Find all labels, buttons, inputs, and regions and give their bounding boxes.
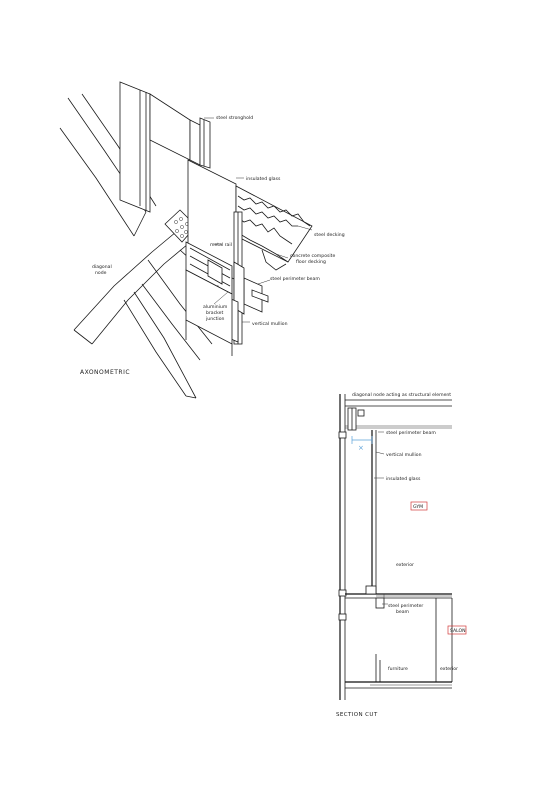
section-label-steel-perimeter: steel perimeter xyxy=(388,603,423,609)
label-vertical-mullion: vertical mullion xyxy=(252,321,288,327)
label-diagonal: diagonal xyxy=(92,264,112,270)
axonometric-leaders xyxy=(204,117,313,323)
section-mullion xyxy=(371,430,377,594)
section-bottom-slab xyxy=(345,681,452,689)
section-label-beam: beam xyxy=(396,609,410,615)
room-tag-gym: GYM xyxy=(413,504,423,510)
room-tag-salon: SALON xyxy=(450,628,466,634)
section-label-exterior-upper: exterior xyxy=(396,562,414,568)
room-tag-salon-box xyxy=(447,625,467,635)
room-tag-gym-box xyxy=(410,501,428,511)
back-panel xyxy=(119,81,211,213)
section-leaders xyxy=(374,431,388,605)
section-label-insulated-glass: insulated glass xyxy=(386,476,421,482)
lower-vertical-mullion xyxy=(185,269,233,356)
section-top-beam xyxy=(347,407,365,431)
section-left-edge xyxy=(338,394,347,700)
label-concrete-composite: concrete composite xyxy=(290,253,335,259)
label-insulated-glass: insulated glass xyxy=(246,176,281,182)
axonometric-title: AXONOMETRIC xyxy=(80,369,130,376)
label-bracket: bracket xyxy=(206,310,223,316)
section-label-diagonal-node: diagonal node acting as structural eleme… xyxy=(352,392,451,398)
label-steel-stronghold: steel stronghold xyxy=(216,115,253,121)
label-steel-decking: steel decking xyxy=(314,232,345,238)
section-mid-slab xyxy=(345,585,452,609)
section-label-furniture: furniture xyxy=(388,666,408,672)
label-metal-rail: metal rail xyxy=(210,242,232,248)
dimension-x-mark: × xyxy=(358,444,364,452)
dimension-marker xyxy=(351,436,373,444)
axonometric-drawing: steel stronghold insulated glass steel d… xyxy=(59,81,345,399)
label-junction: junction xyxy=(205,316,225,322)
label-steel-perimeter-beam: steel perimeter beam xyxy=(270,276,320,282)
label-aluminium: aluminium xyxy=(203,304,228,310)
section-title: SECTION CUT xyxy=(336,712,378,718)
section-label-exterior-lower: exterior xyxy=(440,666,458,672)
section-top-slab xyxy=(345,399,452,429)
section-furniture xyxy=(375,654,381,682)
section-label-steel-perimeter-beam: steel perimeter beam xyxy=(386,430,436,436)
section-label-vertical-mullion: vertical mullion xyxy=(386,452,422,458)
section-right-wall xyxy=(435,598,453,682)
label-floor-decking: floor decking xyxy=(296,259,326,265)
label-node: node xyxy=(95,270,107,276)
section-drawing: × xyxy=(336,392,467,718)
